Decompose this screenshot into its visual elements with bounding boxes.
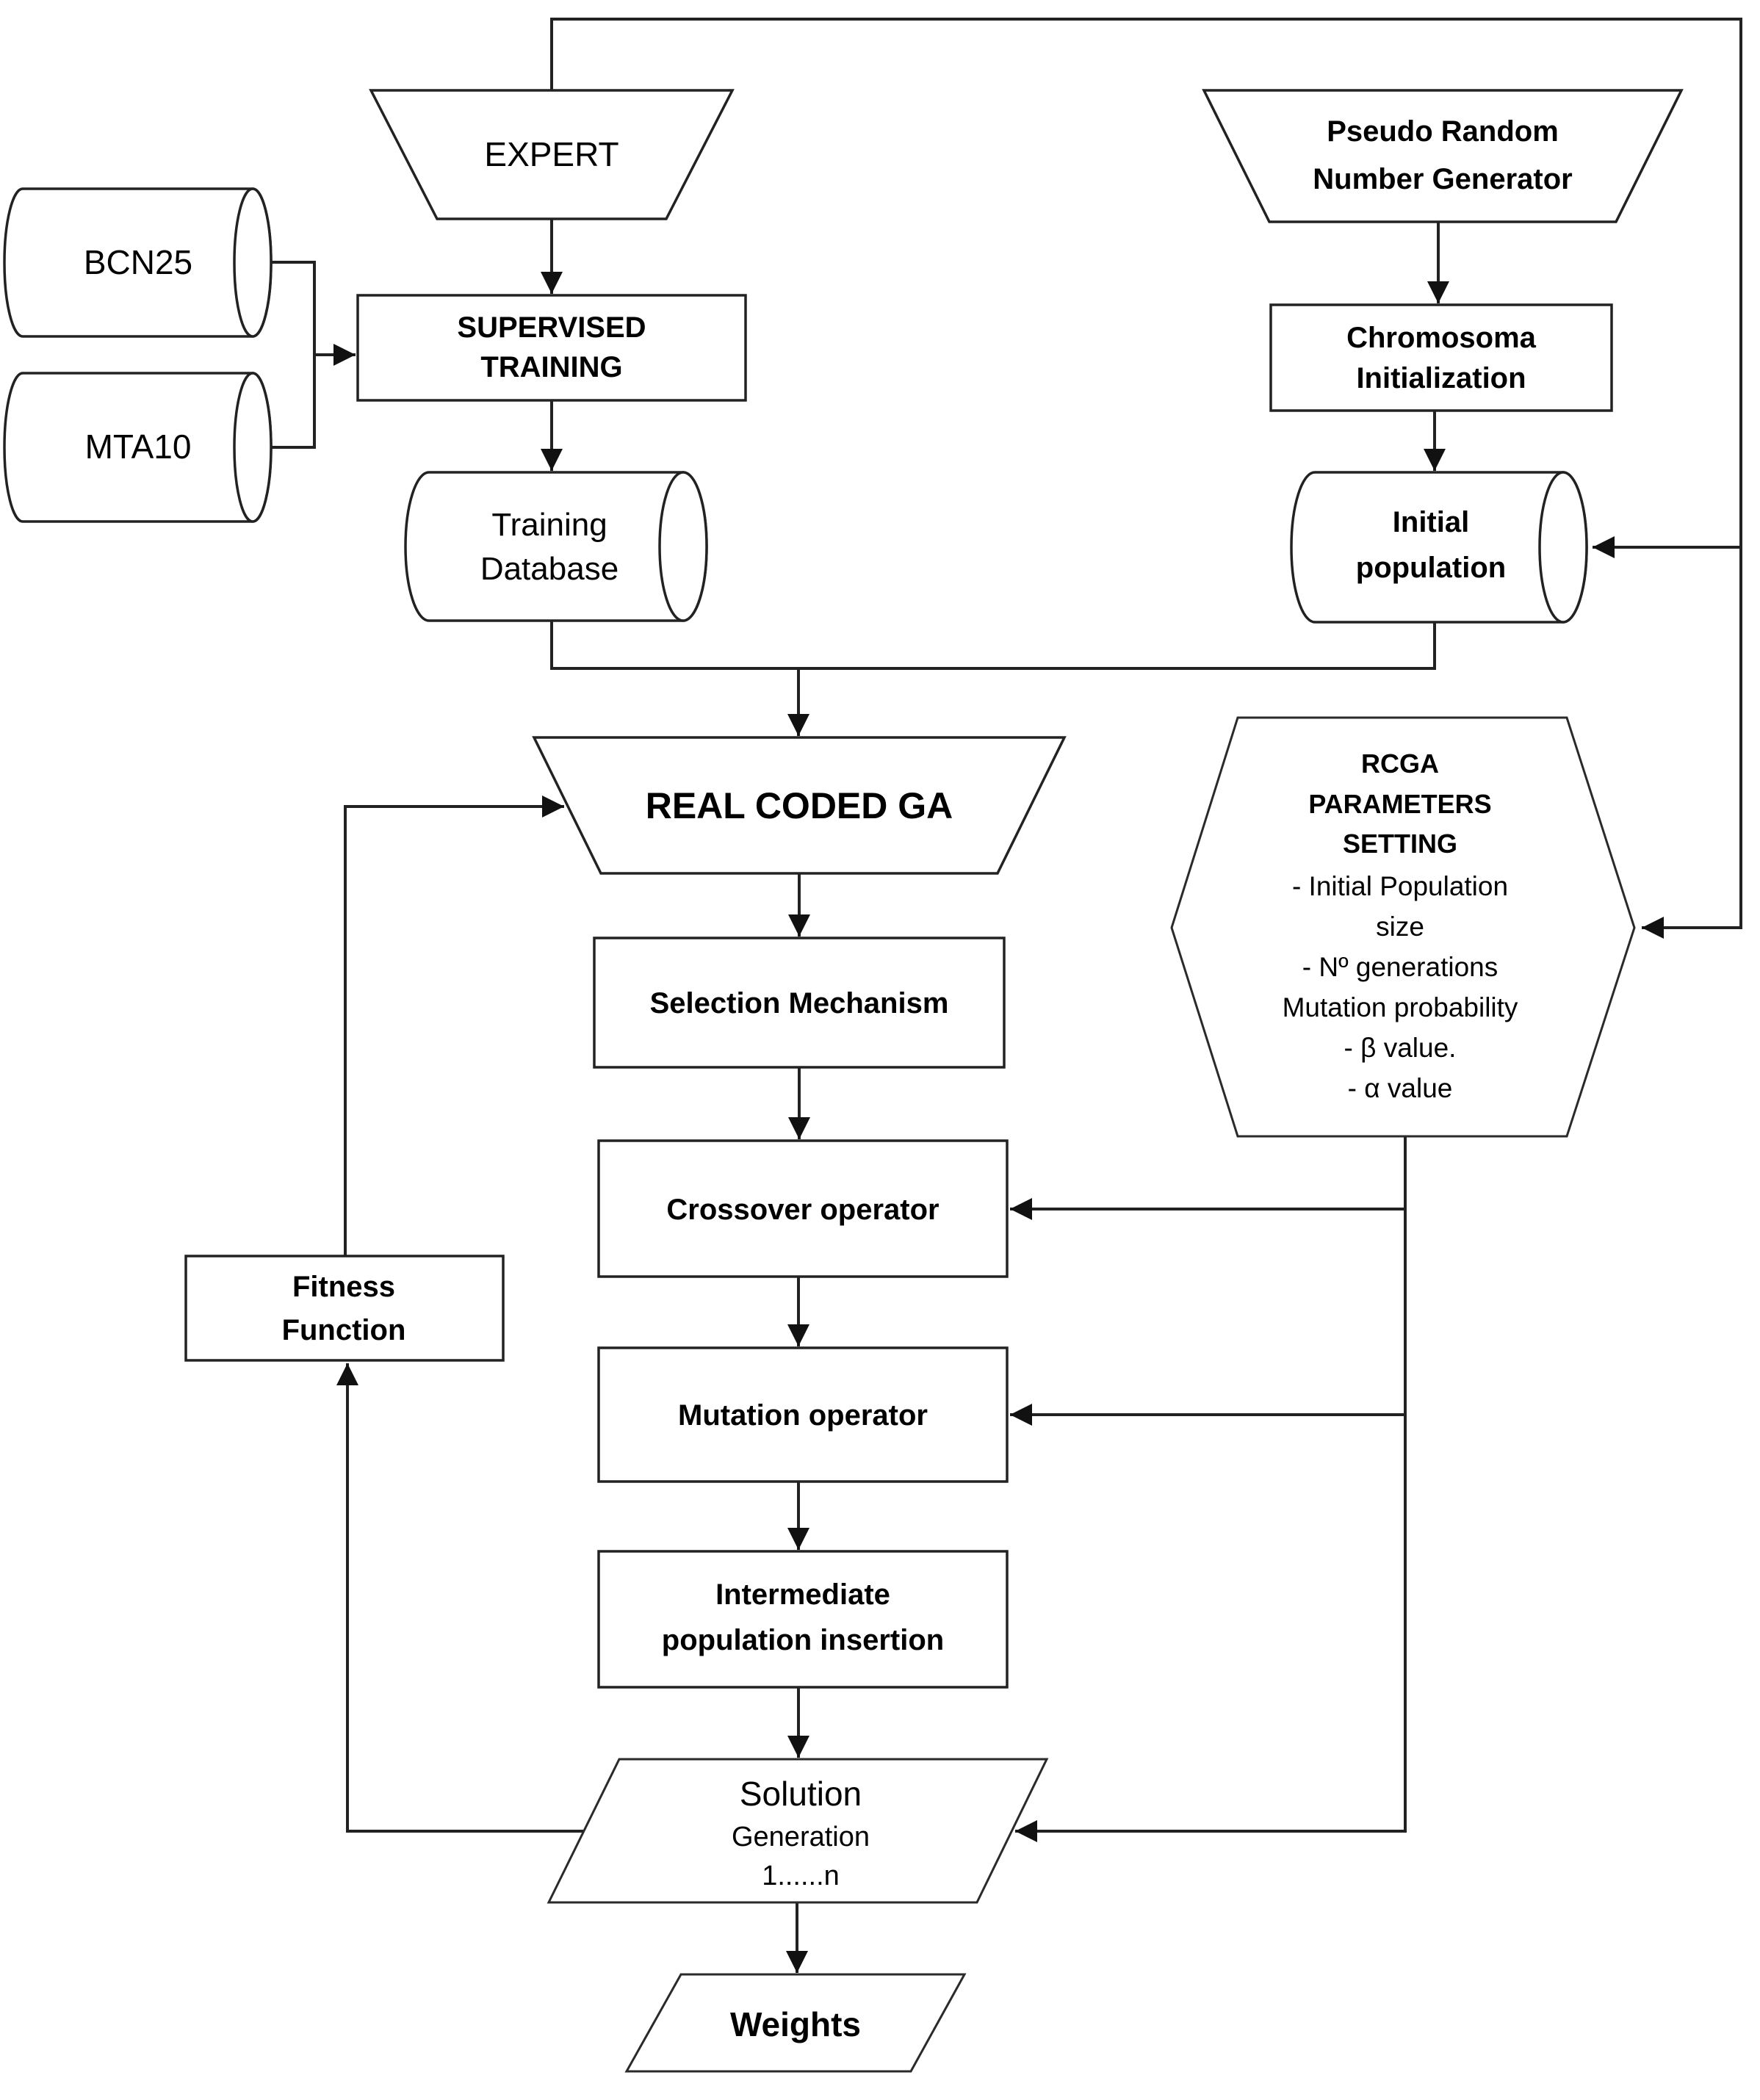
- rcga-parameters-item-4: Mutation probability: [1283, 992, 1518, 1022]
- bcn25-cylinder-rim: [233, 187, 273, 338]
- rcga-parameters-title-line1: RCGA: [1361, 748, 1439, 779]
- training-database-cylinder-rim: [658, 471, 708, 622]
- supervised-training-label-line2: TRAINING: [480, 351, 622, 383]
- real-coded-ga-label: REAL CODED GA: [646, 785, 953, 826]
- nodes: BCN25 MTA10 EXPERT SUPERVISED TRAINING: [3, 89, 1684, 2073]
- mta10-label: MTA10: [85, 427, 192, 466]
- solution-label-line2: Generation: [732, 1822, 870, 1852]
- node-initial-population: Initial population: [1290, 471, 1588, 624]
- fitness-function-label-line1: Fitness: [292, 1271, 395, 1303]
- node-selection-mechanism: Selection Mechanism: [593, 937, 1006, 1069]
- real-coded-ga-trapezoid-shape: [532, 736, 1067, 875]
- edge-datasets-bracket: [271, 261, 316, 449]
- rcga-parameters-hexagon-shape: [1170, 716, 1636, 1138]
- initial-population-cylinder-rim: [1538, 471, 1588, 624]
- edge-params-bus: [1015, 1136, 1407, 1842]
- edges: [271, 18, 1742, 1973]
- node-mta10: MTA10: [3, 372, 273, 523]
- initial-population-label-line2: population: [1356, 552, 1506, 584]
- edge-junction-bus: [550, 621, 1436, 670]
- rcga-parameters-item-5: - β value.: [1344, 1033, 1457, 1063]
- solution-label-line1: Solution: [740, 1775, 862, 1813]
- node-weights: Weights: [624, 1973, 967, 2073]
- node-intermediate-insertion: Intermediate population insertion: [597, 1550, 1009, 1689]
- node-fitness-function: Fitness Function: [184, 1255, 505, 1362]
- intermediate-insertion-box: [597, 1550, 1009, 1689]
- crossover-operator-label: Crossover operator: [666, 1194, 939, 1226]
- edge-fitness-to-rcga: [344, 795, 564, 1256]
- fitness-function-box: [184, 1255, 505, 1362]
- mta10-cylinder-rim: [233, 372, 273, 523]
- node-real-coded-ga: REAL CODED GA: [532, 736, 1067, 875]
- expert-label: EXPERT: [484, 135, 618, 173]
- rcga-parameters-item-6: - α value: [1348, 1073, 1453, 1103]
- crossover-operator-box: [597, 1139, 1009, 1278]
- node-rcga-parameters: RCGA PARAMETERS SETTING - Initial Popula…: [1170, 716, 1636, 1138]
- node-expert: EXPERT: [369, 89, 735, 220]
- weights-label: Weights: [730, 2005, 861, 2043]
- weights-parallelogram-shape: [624, 1973, 967, 2073]
- node-bcn25: BCN25: [3, 187, 273, 338]
- selection-mechanism-label: Selection Mechanism: [650, 987, 949, 1020]
- solution-parallelogram-shape: [547, 1758, 1049, 1904]
- prng-label-line1: Pseudo Random: [1327, 115, 1559, 148]
- node-chromosoma: Chromosoma Initialization: [1269, 303, 1613, 412]
- prng-trapezoid-shape: [1202, 89, 1684, 223]
- rcga-parameters-item-3: - Nº generations: [1302, 952, 1498, 982]
- rcga-parameters-title-line2: PARAMETERS: [1308, 789, 1491, 819]
- rcga-parameters-item-2: size: [1376, 912, 1424, 942]
- intermediate-insertion-label-line1: Intermediate: [715, 1578, 890, 1611]
- node-solution: Solution Generation 1......n: [547, 1758, 1049, 1904]
- node-training-database: Training Database: [404, 471, 708, 622]
- chromosoma-box: [1269, 303, 1613, 412]
- node-prng: Pseudo Random Number Generator: [1202, 89, 1684, 223]
- mutation-operator-label: Mutation operator: [678, 1399, 928, 1432]
- chromosoma-label-line2: Initialization: [1356, 362, 1526, 394]
- supervised-training-label-line1: SUPERVISED: [457, 311, 646, 344]
- prng-label-line2: Number Generator: [1313, 163, 1572, 195]
- training-database-label-line2: Database: [480, 551, 618, 587]
- training-database-label-line1: Training: [491, 507, 607, 543]
- rcga-parameters-item-1: - Initial Population: [1292, 871, 1508, 901]
- node-supervised-training: SUPERVISED TRAINING: [356, 294, 747, 402]
- node-mutation-operator: Mutation operator: [597, 1346, 1009, 1483]
- fitness-function-label-line2: Function: [282, 1314, 406, 1346]
- edge-solution-to-fitness: [336, 1363, 584, 1833]
- node-crossover-operator: Crossover operator: [597, 1139, 1009, 1278]
- mutation-operator-box: [597, 1346, 1009, 1483]
- rcga-parameters-title-line3: SETTING: [1343, 829, 1457, 859]
- intermediate-insertion-label-line2: population insertion: [662, 1624, 944, 1656]
- supervised-training-box: [356, 294, 747, 402]
- edge-expert-top-loop: [550, 18, 1742, 939]
- solution-label-line3: 1......n: [762, 1861, 840, 1891]
- expert-trapezoid-shape: [369, 89, 735, 220]
- bcn25-label: BCN25: [84, 243, 192, 281]
- chromosoma-label-line1: Chromosoma: [1346, 322, 1537, 354]
- selection-mechanism-box: [593, 937, 1006, 1069]
- initial-population-label-line1: Initial: [1393, 506, 1469, 538]
